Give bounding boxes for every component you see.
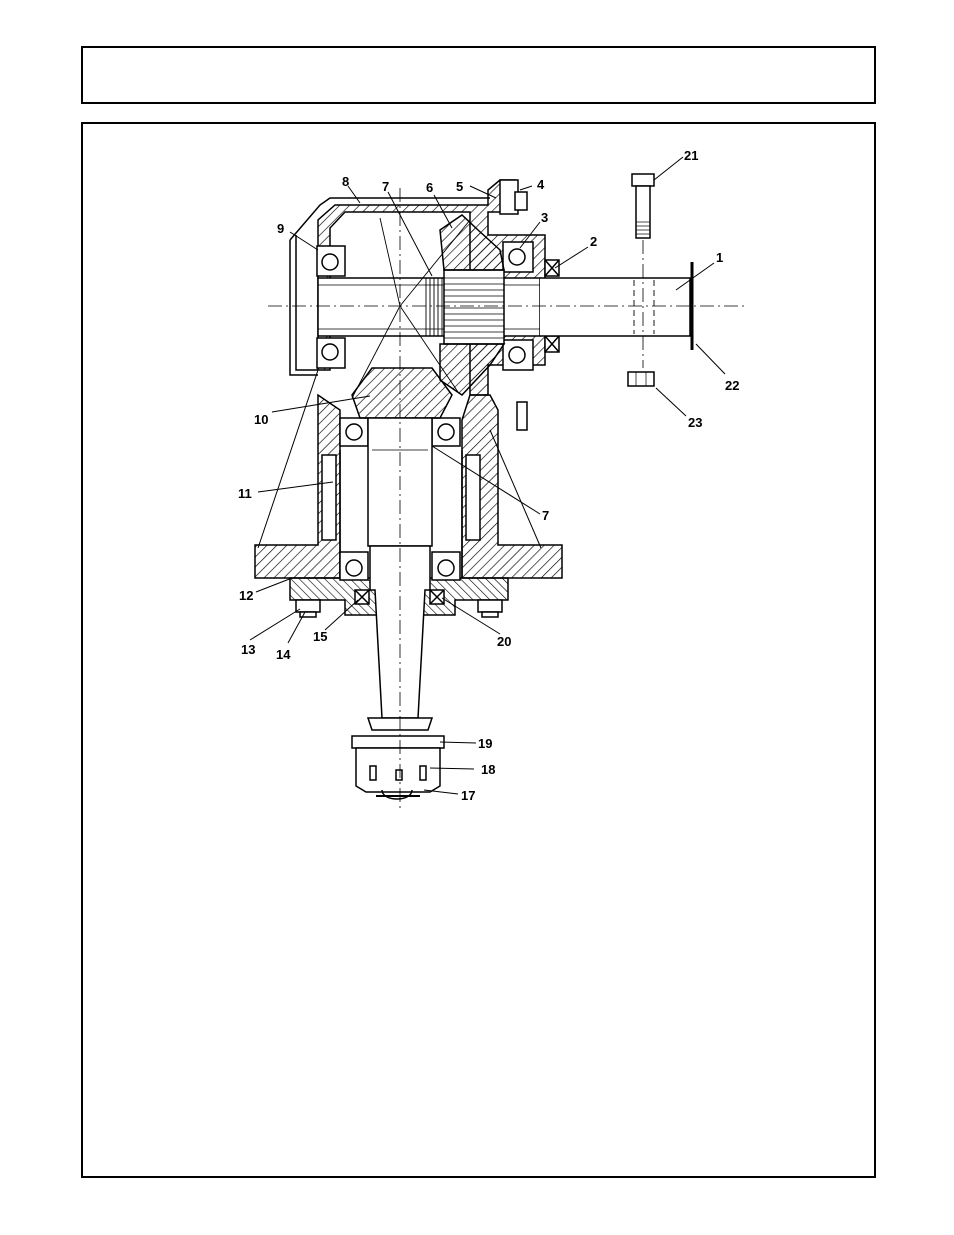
callout-17: 17 [461, 788, 475, 803]
callout-2: 2 [590, 234, 597, 249]
loose-bolt [632, 174, 654, 238]
callout-23: 23 [688, 415, 702, 430]
callout-19: 19 [478, 736, 492, 751]
callout-4: 4 [537, 177, 545, 192]
callout-13: 13 [241, 642, 255, 657]
callout-15: 15 [313, 629, 327, 644]
callout-20: 20 [497, 634, 511, 649]
callout-18: 18 [481, 762, 495, 777]
callout-7-lower: 7 [542, 508, 549, 523]
loose-nut [628, 372, 654, 386]
callout-6: 6 [426, 180, 433, 195]
callout-11: 11 [238, 486, 252, 501]
input-shaft [318, 278, 540, 336]
callout-3: 3 [541, 210, 548, 225]
callout-5: 5 [456, 179, 463, 194]
bevel-gear-crown [352, 368, 452, 418]
callout-10: 10 [254, 412, 268, 427]
callout-8: 8 [342, 174, 349, 189]
callout-22: 22 [725, 378, 739, 393]
callout-12: 12 [239, 588, 253, 603]
callout-14: 14 [276, 647, 291, 662]
callout-1: 1 [716, 250, 723, 265]
castle-nut [352, 736, 444, 748]
callout-7-top: 7 [382, 179, 389, 194]
callout-21: 21 [684, 148, 698, 163]
callout-9: 9 [277, 221, 284, 236]
